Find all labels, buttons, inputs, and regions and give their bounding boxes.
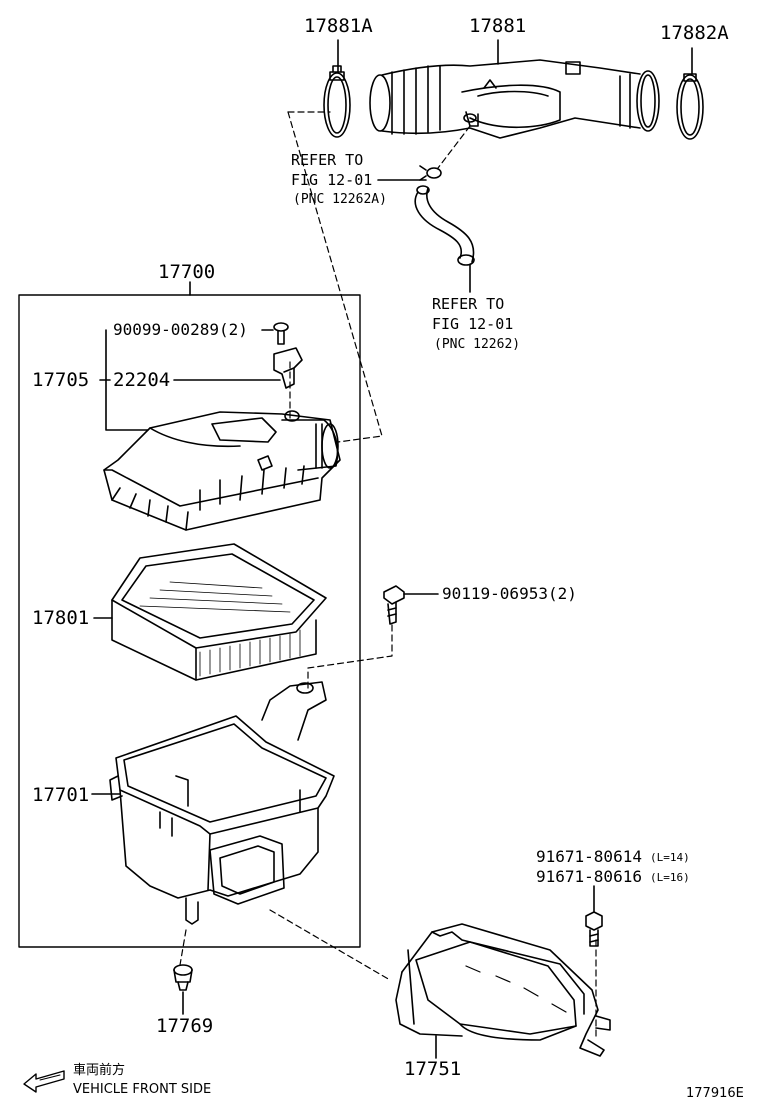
refer-1-line-1: REFER TO (291, 151, 364, 169)
label-91671-80614-length: (L=14) (650, 851, 690, 864)
label-17769: 17769 (156, 1015, 214, 1037)
figure-id: 177916E (686, 1086, 744, 1101)
cushion-17769-part (173, 964, 193, 991)
clamp-17882a-part (676, 73, 704, 140)
refer-2-line-2: FIG 12-01 (432, 315, 514, 333)
label-91671-80614: 91671-80614 (536, 847, 642, 866)
sensor-22204-part (273, 347, 303, 422)
refer-1-line-3: (PNC 12262A) (293, 192, 387, 207)
vehicle-front-arrow (23, 1070, 65, 1093)
cover-17705-part (103, 411, 341, 531)
vehicle-front-label-jp: 車両前方 (73, 1063, 126, 1078)
filter-17801-part (111, 543, 327, 681)
label-90099-00289: 90099-00289(2) (113, 320, 248, 339)
leader-17705 (105, 329, 149, 431)
label-91671-80616: 91671-80616 (536, 867, 642, 886)
label-17700: 17700 (158, 261, 216, 283)
inlet-17751-part (395, 923, 611, 1057)
dashed-connectors (179, 111, 597, 1041)
bolt-91671-part (585, 911, 603, 947)
label-17881: 17881 (469, 15, 527, 37)
refer-2-line-3: (PNC 12262) (434, 337, 521, 352)
label-17882a: 17882A (660, 22, 729, 44)
label-17701: 17701 (32, 784, 90, 806)
label-17705: 17705 (32, 369, 90, 391)
clamp-17881a-part (323, 65, 351, 138)
label-17801: 17801 (32, 607, 90, 629)
vent-hose-part (414, 165, 475, 266)
refer-1-line-2: FIG 12-01 (291, 171, 373, 189)
label-22204: 22204 (113, 369, 171, 391)
label-17751: 17751 (404, 1058, 462, 1080)
screw-90099-part (273, 322, 289, 345)
hose-17881-part (369, 59, 660, 139)
label-90119-06953: 90119-06953(2) (442, 584, 577, 603)
label-17881a: 17881A (304, 15, 373, 37)
label-91671-80616-length: (L=16) (650, 871, 690, 884)
case-17701-part (109, 681, 335, 925)
vehicle-front-label-en: VEHICLE FRONT SIDE (73, 1082, 212, 1097)
refer-2-line-1: REFER TO (432, 295, 505, 313)
bolt-90119-part (383, 585, 405, 625)
